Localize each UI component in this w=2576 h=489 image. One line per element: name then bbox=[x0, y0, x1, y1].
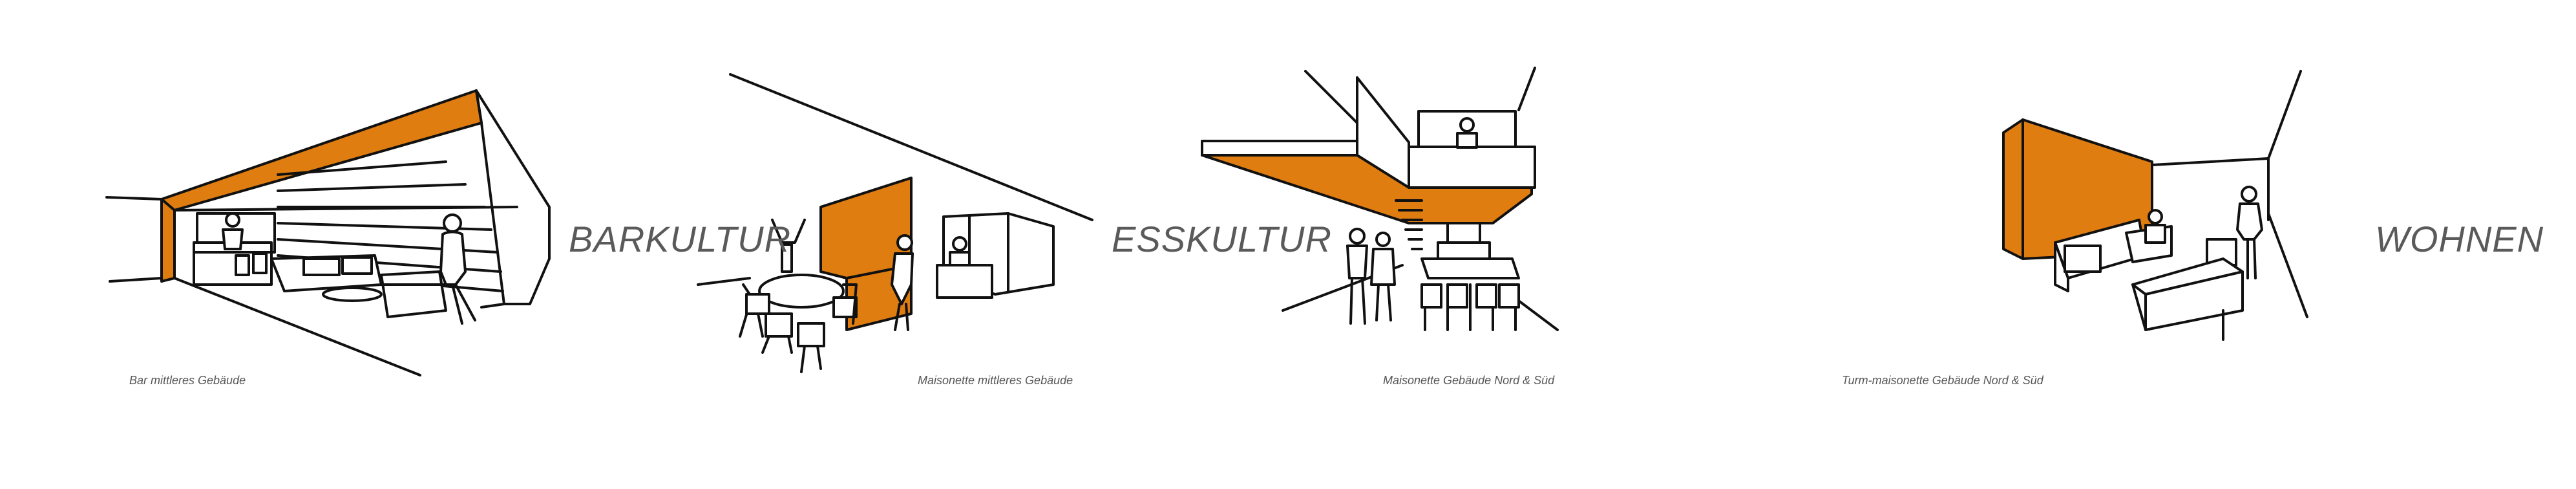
sketch-living bbox=[2002, 70, 2308, 341]
caption-tower-maisonette: Turm-maisonette Gebäude Nord & Süd bbox=[1842, 374, 2043, 387]
orange-side-column bbox=[160, 198, 176, 283]
sketch-dining bbox=[697, 73, 1093, 373]
orange-kitchen-block bbox=[819, 177, 913, 331]
panel-title-barkultur: BARKULTUR bbox=[569, 219, 792, 259]
orange-ceiling-band bbox=[160, 89, 483, 212]
panel-title-esskultur: ESSKULTUR bbox=[1112, 219, 1332, 259]
sketch-maisonette bbox=[1201, 67, 1559, 331]
caption-maisonette-middle: Maisonette mittleres Gebäude bbox=[918, 374, 1073, 387]
caption-bar: Bar mittleres Gebäude bbox=[129, 374, 246, 387]
panel-title-wohnen: WOHNEN bbox=[2375, 219, 2544, 259]
sketch-bar bbox=[105, 89, 551, 376]
caption-maisonette-north-south: Maisonette Gebäude Nord & Süd bbox=[1383, 374, 1555, 387]
